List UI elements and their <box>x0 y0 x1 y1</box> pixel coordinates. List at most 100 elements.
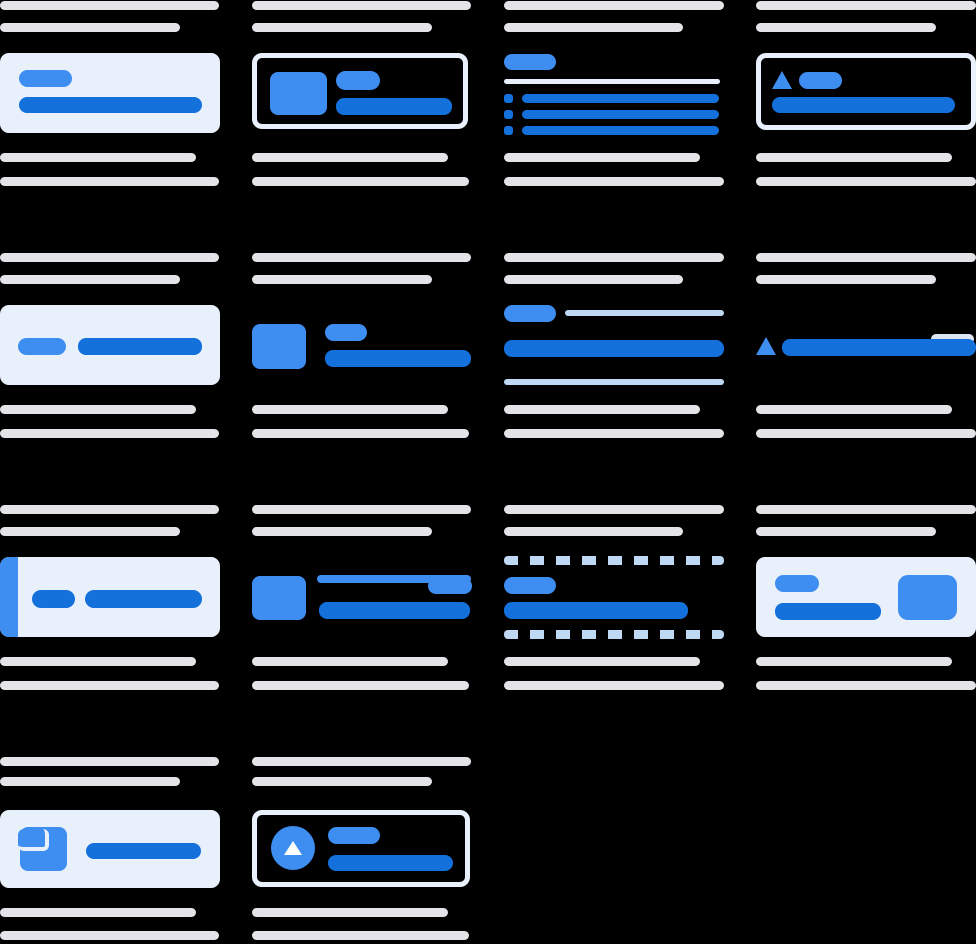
title-pill <box>799 72 842 89</box>
outlined-card <box>252 810 470 887</box>
skeleton-line <box>252 405 448 414</box>
skeleton-line <box>756 253 976 262</box>
text-bar <box>772 97 955 113</box>
cell-callout-layered-icon <box>0 756 220 942</box>
skeleton-line <box>0 153 196 162</box>
skeleton-line <box>252 275 432 284</box>
cell-callout-inline <box>0 252 220 438</box>
skeleton-line <box>504 23 683 32</box>
title-pill <box>325 324 367 341</box>
avatar-square-icon <box>270 72 327 115</box>
warning-triangle-icon <box>756 337 776 355</box>
skeleton-line <box>756 681 976 690</box>
title-pill <box>336 71 380 90</box>
skeleton-line <box>0 908 196 917</box>
skeleton-line <box>756 429 976 438</box>
callout-card <box>0 305 220 385</box>
text-bar <box>504 602 688 619</box>
skeleton-line <box>756 527 936 536</box>
skeleton-line <box>252 777 432 786</box>
callout-card <box>0 53 220 133</box>
skeleton-line <box>0 275 180 284</box>
list-text-bar <box>522 126 719 135</box>
skeleton-line <box>252 527 432 536</box>
skeleton-line <box>252 505 471 514</box>
skeleton-line <box>0 681 219 690</box>
warning-triangle-icon <box>772 71 792 89</box>
cell-empty <box>756 756 976 942</box>
avatar-square-icon <box>252 576 306 620</box>
thumbnail <box>898 575 957 620</box>
skeleton-line <box>0 657 196 666</box>
skeleton-line <box>252 931 469 940</box>
play-circle-icon <box>271 826 315 870</box>
skeleton-line <box>504 153 700 162</box>
text-bar <box>85 590 202 608</box>
button-pill <box>18 338 66 355</box>
skeleton-line <box>0 1 219 10</box>
skeleton-line <box>504 253 724 262</box>
dashed-rule <box>504 630 724 639</box>
label-pill <box>504 577 556 594</box>
skeleton-line <box>0 527 180 536</box>
rule-line <box>504 379 724 385</box>
button-pill <box>504 54 556 70</box>
skeleton-line <box>756 23 936 32</box>
skeleton-line <box>0 429 219 438</box>
cell-button-bullet-list <box>504 0 724 186</box>
skeleton-line <box>504 681 724 690</box>
thumbnail-card <box>756 557 976 637</box>
skeleton-line <box>252 177 469 186</box>
list-text-bar <box>522 110 719 119</box>
badge-pill <box>428 578 472 594</box>
skeleton-line <box>504 505 724 514</box>
cell-card-thumbnail <box>756 504 976 690</box>
up-triangle-icon <box>284 841 302 855</box>
bullet-dot <box>504 110 513 119</box>
cell-alert-inline <box>756 252 976 438</box>
skeleton-line <box>504 429 724 438</box>
skeleton-line <box>252 23 432 32</box>
accent-callout-card <box>0 557 220 637</box>
cell-media-badge <box>252 504 472 690</box>
cell-dashed-panel <box>504 504 724 690</box>
skeleton-line <box>252 681 469 690</box>
skeleton-line <box>756 405 952 414</box>
skeleton-line <box>0 505 219 514</box>
text-bar <box>319 602 470 619</box>
avatar-square-icon <box>252 324 306 369</box>
text-bar <box>782 339 976 356</box>
skeleton-line <box>0 777 180 786</box>
cell-empty <box>504 756 724 942</box>
outlined-card <box>252 53 468 129</box>
cell-media-object <box>252 252 472 438</box>
rule-line <box>565 310 724 316</box>
skeleton-line <box>756 177 976 186</box>
skeleton-line <box>252 1 471 10</box>
dashed-rule <box>504 556 724 565</box>
bullet-dot <box>504 94 513 103</box>
skeleton-line <box>0 253 219 262</box>
text-bar <box>325 350 471 367</box>
divider <box>504 79 720 84</box>
skeleton-line <box>252 153 448 162</box>
rule-line <box>317 575 471 583</box>
list-text-bar <box>522 94 719 103</box>
text-bar <box>775 603 881 620</box>
cell-labeled-rules <box>504 252 724 438</box>
skeleton-line <box>504 527 683 536</box>
cell-callout-accent <box>0 504 220 690</box>
outlined-alert-card <box>756 53 976 130</box>
cell-card-avatar-play <box>252 756 472 942</box>
copy-icon-front <box>18 829 49 851</box>
button-pill <box>19 70 72 87</box>
title-pill <box>775 575 819 592</box>
cell-alert-outlined <box>756 0 976 186</box>
skeleton-line <box>0 177 219 186</box>
accent-stripe <box>0 557 18 637</box>
skeleton-line <box>0 931 219 940</box>
skeleton-line <box>756 1 976 10</box>
skeleton-line <box>756 505 976 514</box>
callout-card <box>0 810 220 888</box>
